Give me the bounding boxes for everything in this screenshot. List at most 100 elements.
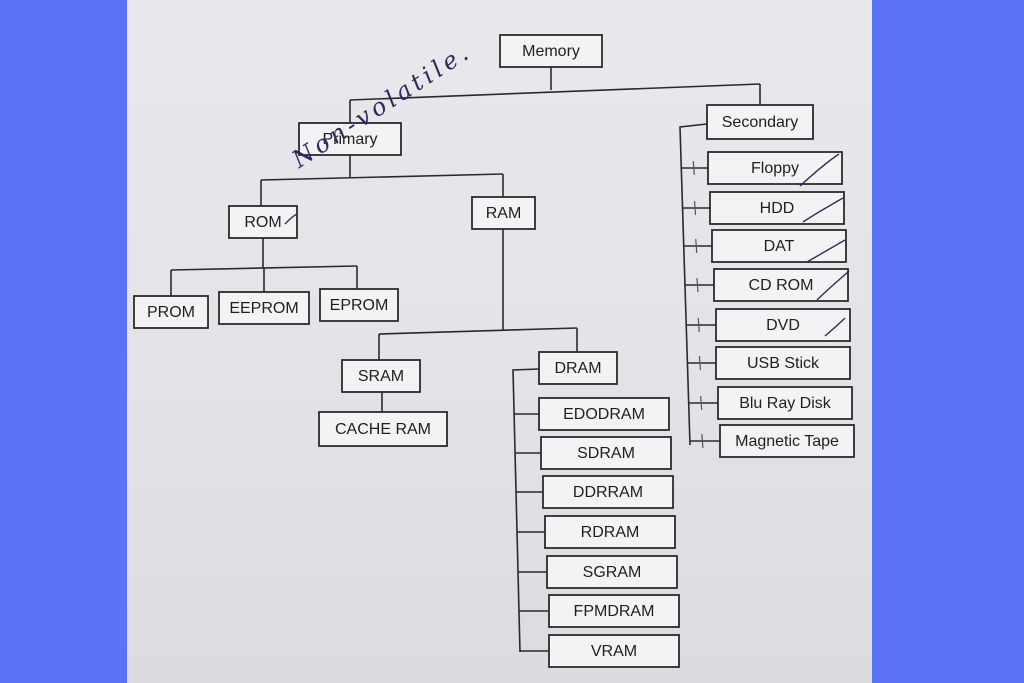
node-box (544, 515, 676, 549)
node-eprom: EPROM (319, 288, 399, 322)
node-rdram: RDRAM (544, 515, 676, 549)
node-label: FPMDRAM (574, 603, 655, 620)
node-label: HDD (760, 200, 795, 217)
check-mark-hdd (802, 197, 844, 223)
node-label: EEPROM (229, 300, 298, 317)
node-box (228, 205, 298, 239)
node-sgram: SGRAM (546, 555, 678, 589)
node-label: Primary (322, 131, 377, 148)
node-box (717, 386, 853, 420)
node-box (548, 594, 680, 628)
check-mark-floppy (799, 153, 840, 187)
node-box (218, 291, 310, 325)
node-label: CD ROM (749, 277, 814, 294)
node-box (548, 634, 680, 668)
tick-blu_ray_disk (700, 395, 703, 411)
node-label: Memory (522, 43, 580, 60)
node-label: CACHE RAM (335, 421, 431, 438)
node-label: DRAM (554, 360, 601, 377)
node-hdd: HDD (709, 191, 845, 225)
node-label: ROM (244, 214, 281, 231)
node-dat: DAT (711, 229, 847, 263)
node-label: USB Stick (747, 355, 820, 372)
node-box (538, 351, 618, 385)
node-eeprom: EEPROM (218, 291, 310, 325)
node-cache-ram: CACHE RAM (318, 411, 448, 447)
tick-magnetic_tape (701, 433, 704, 449)
node-box (540, 436, 672, 470)
connector-secondary-spine (679, 123, 708, 446)
node-box (546, 555, 678, 589)
node-sdram: SDRAM (540, 436, 672, 470)
node-label: DAT (764, 238, 795, 255)
node-label: SDRAM (577, 445, 635, 462)
node-fpmdram: FPMDRAM (548, 594, 680, 628)
node-box (341, 359, 421, 393)
node-label: SRAM (358, 368, 404, 385)
check-mark-cd-rom (816, 270, 850, 301)
tick-dat (695, 238, 698, 254)
node-label: RDRAM (581, 524, 640, 541)
node-secondary: Secondary (706, 104, 814, 140)
node-box (319, 288, 399, 322)
node-magnetic-tape: Magnetic Tape (719, 424, 855, 458)
node-box (542, 475, 674, 509)
node-label: EDODRAM (563, 406, 645, 423)
node-label: Magnetic Tape (735, 433, 839, 450)
node-box (471, 196, 536, 230)
node-rom: ROM (228, 205, 298, 239)
tick-floppy (692, 160, 695, 176)
node-box (706, 104, 814, 140)
node-memory: Memory (499, 34, 603, 68)
tick-cd_rom (696, 277, 699, 293)
node-box (719, 424, 855, 458)
node-box (133, 295, 209, 329)
node-floppy: Floppy (707, 151, 843, 185)
tick-marks (692, 160, 704, 449)
node-label: RAM (486, 205, 522, 222)
node-label: Floppy (751, 160, 799, 177)
tick-usb_stick (698, 355, 702, 371)
node-label: Secondary (722, 114, 799, 131)
node-box (713, 268, 849, 302)
node-usb-stick: USB Stick (715, 346, 851, 380)
tick-hdd (693, 200, 697, 216)
node-box (538, 397, 670, 431)
node-box (318, 411, 448, 447)
node-ddrram: DDRRAM (542, 475, 674, 509)
node-label: DVD (766, 317, 800, 334)
connector-ram-bar (378, 327, 578, 335)
node-vram: VRAM (548, 634, 680, 668)
node-label: SGRAM (583, 564, 642, 581)
node-box (711, 229, 847, 263)
node-box (715, 308, 851, 342)
node-primary: Primary (298, 122, 402, 156)
node-box (709, 191, 845, 225)
check-mark-dvd (824, 317, 846, 337)
node-blu-ray-disk: Blu Ray Disk (717, 386, 853, 420)
handwritten-check-marks (284, 153, 850, 337)
node-label: EPROM (330, 297, 389, 314)
node-ram: RAM (471, 196, 536, 230)
node-dvd: DVD (715, 308, 851, 342)
node-prom: PROM (133, 295, 209, 329)
node-label: VRAM (591, 643, 637, 660)
node-box (298, 122, 402, 156)
diagram-connectors (170, 67, 761, 653)
node-edodram: EDODRAM (538, 397, 670, 431)
check-mark-rom (284, 213, 298, 225)
node-box (499, 34, 603, 68)
node-label: Blu Ray Disk (739, 395, 832, 412)
connector-dram-spine (512, 368, 540, 653)
node-cd-rom: CD ROM (713, 268, 849, 302)
node-label: PROM (147, 304, 195, 321)
connector-memory-bar (349, 83, 761, 101)
node-dram: DRAM (538, 351, 618, 385)
node-label: DDRRAM (573, 484, 643, 501)
check-mark-dat (806, 239, 846, 263)
tick-dvd (697, 317, 700, 333)
connector-primary-bar (260, 173, 504, 181)
